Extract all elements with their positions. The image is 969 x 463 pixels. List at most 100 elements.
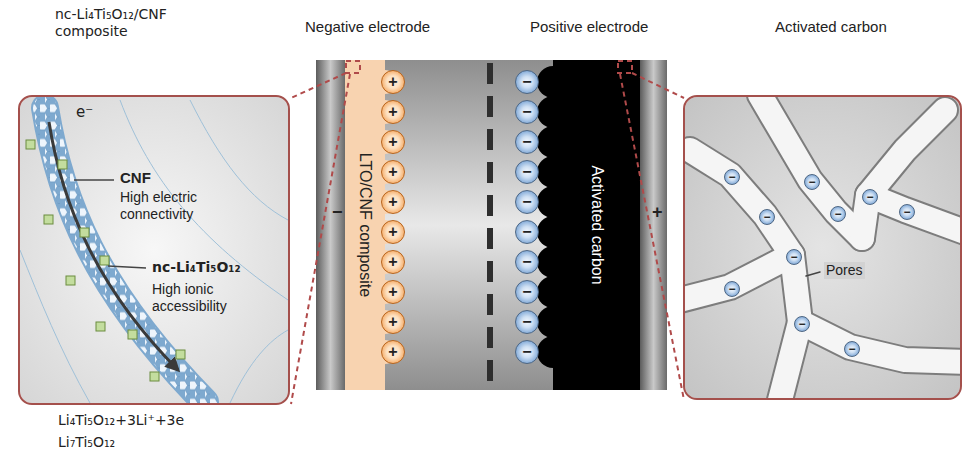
terminal-sign: + [652, 202, 663, 224]
positive-charge: + [381, 250, 405, 274]
fibre [230, 330, 288, 403]
pore-channel [685, 255, 792, 300]
pore-channel [868, 195, 960, 232]
charge-sign: + [388, 254, 397, 270]
cnf-tube-outline [45, 108, 205, 402]
separator-dash [487, 96, 493, 117]
nc-lto-particle [150, 372, 159, 381]
zoom-marker [346, 61, 360, 73]
positive-charge: + [381, 340, 405, 364]
charge-sign: − [522, 314, 531, 330]
nc-lto-particle [26, 140, 35, 149]
charge-sign: − [522, 164, 531, 180]
electron-label: e⁻ [76, 103, 93, 121]
carbon-scallop [537, 126, 569, 158]
anion: − [515, 130, 539, 154]
positive-charge: + [381, 100, 405, 124]
carbon-scallop [537, 246, 569, 278]
part-name: nc-Li₄Ti₅O₁₂ [152, 259, 241, 276]
note: High ionic accessibility [152, 281, 272, 315]
cell-background [316, 60, 667, 390]
zoom-leader [620, 74, 684, 400]
positive-charge: + [381, 130, 405, 154]
anion: − [830, 206, 846, 222]
zoom-leader [291, 73, 346, 98]
positive-charge: + [381, 280, 405, 304]
anion: − [862, 189, 878, 205]
callout-line [806, 272, 820, 276]
charge-sign: − [728, 171, 735, 183]
layer-label: LTO/CNF composite [356, 153, 374, 297]
anion: − [515, 280, 539, 304]
nc-lto-particle [58, 160, 67, 169]
separator-dash [487, 294, 493, 315]
part-name: Pores [824, 262, 865, 279]
nc-lto-particle [176, 350, 185, 359]
pore-walls [685, 97, 960, 398]
current-collector [640, 60, 667, 390]
cnf-inset: e⁻CNFHigh electric connectivitync-Li₄Ti₅… [18, 95, 290, 405]
fibre [190, 100, 288, 220]
layer-label: Activated carbon [588, 165, 606, 284]
separator-dash [487, 129, 493, 150]
positive-charge: + [381, 220, 405, 244]
charge-sign: + [388, 164, 397, 180]
charge-sign: − [848, 343, 855, 355]
background-fibres [20, 100, 288, 403]
charge-sign: − [866, 191, 873, 203]
separator-dash [487, 261, 493, 282]
anion: − [794, 316, 810, 332]
lto-cnf-layer: LTO/CNF composite [345, 60, 385, 390]
anion: − [786, 249, 802, 265]
charge-sign: + [388, 224, 397, 240]
nc-lto-particle [96, 322, 105, 331]
anion: − [515, 70, 539, 94]
charge-sign: + [388, 344, 397, 360]
nc-lto-particle [44, 215, 53, 224]
anion: − [515, 160, 539, 184]
nc-lto-particle [128, 330, 137, 339]
note: High electric connectivity [120, 189, 232, 223]
positive-charge: + [381, 160, 405, 184]
part-name: nc-Li₄Ti₅O₁₂/CNF composite [55, 6, 195, 40]
separator-dash [487, 360, 493, 381]
carbon-layer-edge [537, 66, 569, 368]
anion: − [724, 281, 740, 297]
positive-charge: + [381, 190, 405, 214]
carbon-scallop [537, 186, 569, 218]
carbon-scallop [537, 276, 569, 308]
charge-sign: − [808, 176, 815, 188]
separator-dash [487, 228, 493, 249]
fibre [120, 100, 288, 300]
charge-sign: − [522, 194, 531, 210]
current-collector [316, 60, 345, 390]
anion: − [844, 341, 860, 357]
carbon-scallop [537, 96, 569, 128]
charge-sign: − [522, 134, 531, 150]
inset-background [20, 97, 288, 403]
anion: − [515, 250, 539, 274]
anion: − [515, 310, 539, 334]
pores-illustration [685, 97, 960, 398]
electron-path-arrow [49, 122, 178, 370]
pore-channels [685, 97, 960, 398]
anion: − [515, 340, 539, 364]
charge-sign: − [798, 318, 805, 330]
zoom-leader [632, 73, 684, 98]
charge-sign: + [388, 314, 397, 330]
anion: − [724, 169, 740, 185]
charge-sign: − [522, 104, 531, 120]
carbon-scallop [537, 216, 569, 248]
charge-sign: + [388, 104, 397, 120]
cnf-illustration [20, 100, 288, 403]
pore-channel [780, 322, 800, 398]
part-name: Activated carbon [775, 18, 887, 36]
positive-charge: + [381, 310, 405, 334]
anion: − [515, 190, 539, 214]
separator-dash [487, 327, 493, 348]
separator-dash [487, 63, 493, 84]
anion: − [759, 209, 775, 225]
zoom-leader [291, 74, 350, 404]
